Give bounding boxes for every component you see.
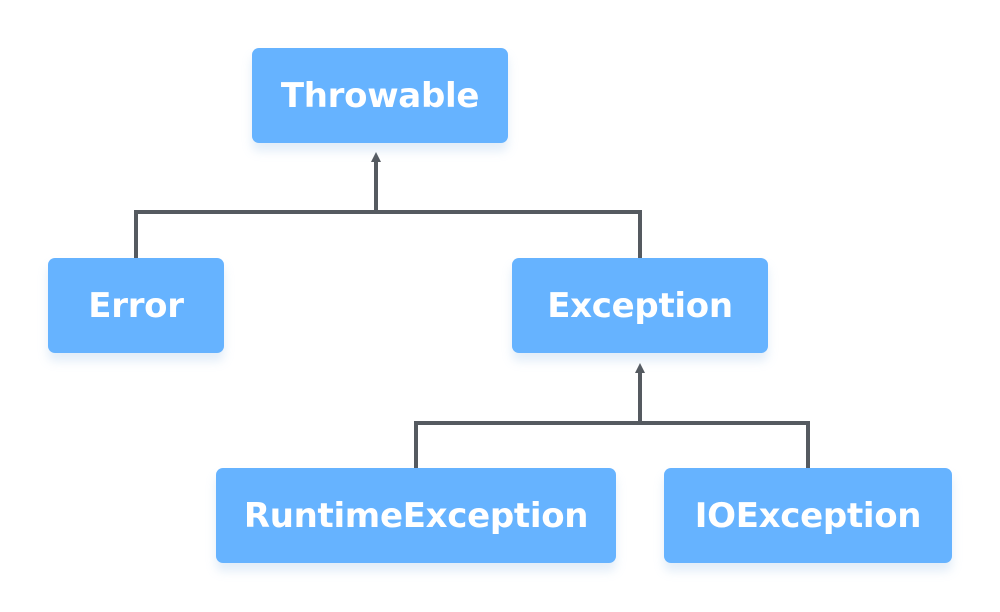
- node-exception: Exception: [512, 258, 768, 353]
- connector-io-to-exception: [640, 421, 810, 468]
- node-error: Error: [48, 258, 224, 353]
- node-io-exception: IOException: [664, 468, 952, 563]
- node-runtime-exception: RuntimeException: [216, 468, 616, 563]
- node-label: RuntimeException: [243, 495, 589, 536]
- node-label: IOException: [694, 495, 922, 536]
- node-label: Error: [88, 285, 184, 326]
- node-label: Throwable: [280, 75, 480, 116]
- node-throwable: Throwable: [252, 48, 508, 143]
- connector-error-to-throwable: [134, 210, 376, 258]
- connector-runtime-to-exception: [414, 421, 640, 468]
- node-label: Exception: [547, 285, 733, 326]
- connector-exception-to-throwable: [376, 210, 642, 258]
